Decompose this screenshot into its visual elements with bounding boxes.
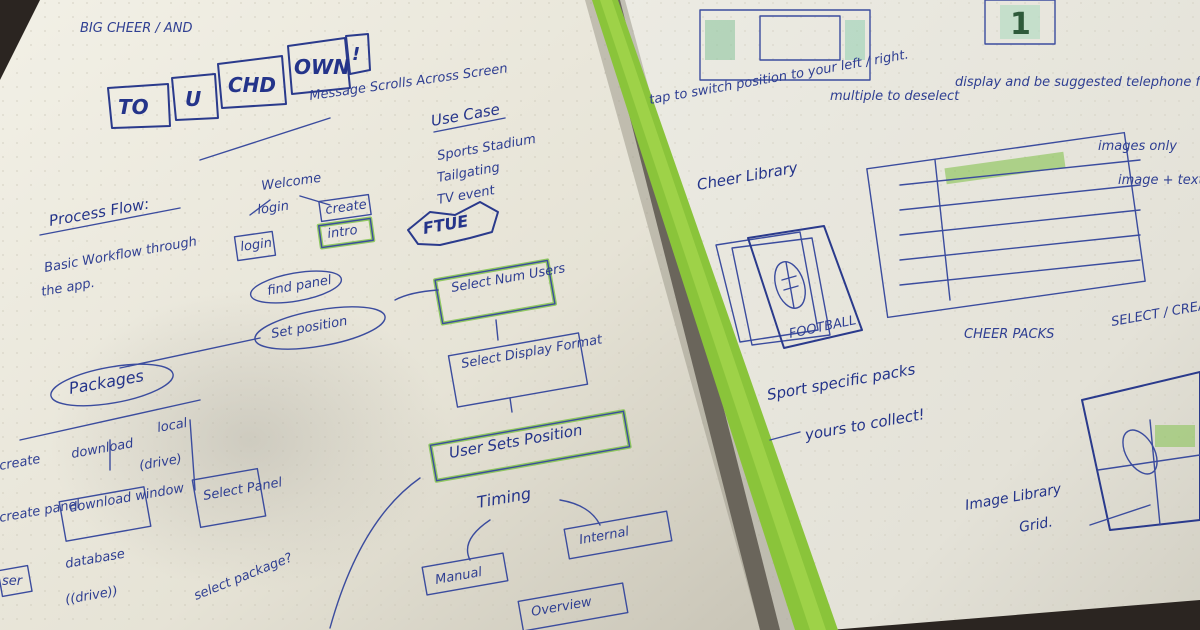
internal-box [563, 510, 673, 560]
binding-shadow [585, 0, 795, 630]
overview-box [517, 582, 629, 630]
phone-frame-sketch [699, 9, 871, 81]
frame-inner [759, 15, 841, 61]
create-tab-box [318, 193, 372, 223]
header-small: BIG CHEER / AND [80, 21, 193, 36]
use-case-underline [433, 117, 506, 133]
drive-label: (drive) [138, 452, 183, 474]
welcome-branches [249, 195, 331, 216]
intro-box [318, 217, 374, 249]
user-sets-position-box [429, 410, 631, 482]
select-panel-box [191, 467, 267, 529]
create-left-label: create [0, 452, 42, 474]
frame-number: 1 [1010, 7, 1031, 42]
position-return-arrow [329, 477, 421, 629]
cheer-packs-label: CHEER PACKS [964, 327, 1054, 342]
ftue-burst [407, 201, 499, 246]
find-panel-node [249, 270, 343, 304]
number-fill [1000, 5, 1040, 39]
intro-label: intro [326, 223, 358, 242]
login-box [233, 230, 277, 262]
local-label: local [156, 416, 189, 436]
num-users-arrow [394, 289, 499, 341]
touchdown-letter: CHD [228, 73, 276, 97]
small-box-label: ser [2, 574, 24, 589]
small-box [0, 564, 33, 598]
download-window-box [58, 486, 152, 542]
grid-arrow [1089, 504, 1151, 526]
process-flow-underline [39, 207, 181, 236]
note-display: display and be suggested telephone from … [955, 75, 1200, 90]
touchdown-letter: U [185, 87, 201, 111]
select-display-format-box [447, 332, 589, 408]
frame-fill [705, 20, 735, 60]
cheer-list-wireframe [866, 131, 1146, 319]
sport-card-stack [715, 225, 863, 349]
collect-arrow [769, 431, 801, 441]
touchdown-letter: ! [352, 44, 360, 65]
image-text-note: image + text [1118, 173, 1200, 188]
images-note: images only [1098, 139, 1177, 154]
display-arrow [509, 397, 513, 413]
touchdown-banner: TO U CHD OWN ! [107, 33, 371, 129]
number-frame [984, 0, 1056, 45]
touchdown-letter: TO [118, 95, 149, 119]
select-num-users-box [434, 259, 556, 325]
login-box-label: login [239, 236, 272, 255]
image-grid-wireframe [1081, 371, 1200, 531]
packages-node [50, 363, 174, 407]
timing-branches [466, 499, 601, 561]
create-tab-label: create [324, 197, 367, 218]
frame-fill-2 [845, 20, 865, 60]
manual-box [421, 552, 509, 596]
touchdown-letter: OWN [294, 55, 350, 79]
grid-label: Grid. [1018, 514, 1054, 536]
flow-connectors [19, 337, 261, 491]
left-page [0, 0, 760, 630]
login-tab-label: login [256, 199, 289, 218]
divider-line [199, 117, 331, 161]
note-multiple: multiple to deselect [830, 89, 960, 104]
ribbon-bookmark [592, 0, 838, 630]
